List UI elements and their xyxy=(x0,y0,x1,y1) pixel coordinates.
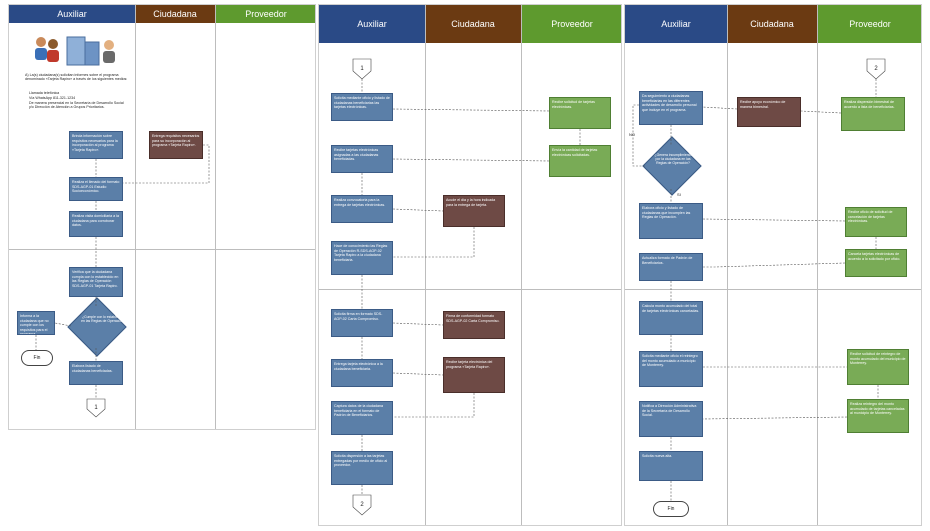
decision-no-label: NO xyxy=(629,132,635,137)
process-box: Recibe oficio de solicitud de cancelació… xyxy=(845,207,907,237)
flowchart-page-1: Auxiliar Ciudadana Proveedor A) La(s) ci… xyxy=(8,4,316,430)
flowchart-page-2: Auxiliar Ciudadana Proveedor Solicita me… xyxy=(318,4,622,526)
process-box: Realiza convocatoria para la entrega de … xyxy=(331,195,393,223)
process-box: Recibe solicitud de tarjetas electrónica… xyxy=(549,97,611,129)
offpage-connector-label: 1 xyxy=(94,405,98,411)
page-break-line xyxy=(319,289,621,290)
offpage-connector-label: 1 xyxy=(360,66,364,72)
process-box: Realiza dispersión bimestral de acuerdo … xyxy=(841,97,905,131)
lane-divider xyxy=(521,5,522,525)
offpage-connector-label: 2 xyxy=(874,66,878,72)
intro-bullet: Vía WhatsApp 811-321-1234 xyxy=(29,96,76,100)
decision-text: ¿Genera incumplimiento por la ciudadana … xyxy=(654,153,692,165)
lane-divider xyxy=(727,5,728,525)
people-building-illustration xyxy=(31,33,121,69)
process-box: Cancela tarjetas electrónicas de acuerdo… xyxy=(845,249,907,277)
process-box: Recibe tarjeta electrónica del programa … xyxy=(443,357,505,393)
process-box: Verifica que la ciudadana cumpla con lo … xyxy=(69,267,123,297)
offpage-connector-label: 2 xyxy=(360,502,364,508)
lane-header-auxiliar: Auxiliar xyxy=(625,5,727,43)
process-box: Captura datos de la ciudadana beneficiar… xyxy=(331,401,393,435)
process-box: Solicita nueva alta. xyxy=(639,451,703,481)
page-break-line xyxy=(9,249,315,250)
process-box: Entrega requisitos necesarios para su in… xyxy=(149,131,203,159)
page-break-line xyxy=(625,289,921,290)
connectors: 2 xyxy=(632,58,886,501)
process-box: Realiza visita domiciliaria a la ciudada… xyxy=(69,211,123,237)
process-box: Notifica a Dirección Administrativa de l… xyxy=(639,401,703,437)
lane-header-ciudadana: Ciudadana xyxy=(425,5,521,43)
intro-bullet: Llamada telefónica xyxy=(29,91,60,95)
lane-header-row: Auxiliar Ciudadana Proveedor xyxy=(9,5,315,23)
lane-header-auxiliar: Auxiliar xyxy=(319,5,425,43)
process-box: Acude el día y la hora indicada para la … xyxy=(443,195,505,227)
process-box: Da seguimiento a ciudadanas beneficiaria… xyxy=(639,91,703,125)
process-box: Calcula monto acumulado del total de tar… xyxy=(639,301,703,335)
process-box: Brinda información sobre requisitos nece… xyxy=(69,131,123,159)
intro-text: A) La(s) ciudadana(s) solicitan informes… xyxy=(25,73,128,82)
lane-divider xyxy=(425,5,426,525)
lane-divider xyxy=(817,5,818,525)
lane-header-proveedor: Proveedor xyxy=(521,5,621,43)
lane-header-row: Auxiliar Ciudadana Proveedor xyxy=(625,5,921,43)
process-box: Informa a la ciudadana que no cumple con… xyxy=(17,311,55,335)
lane-divider xyxy=(135,5,136,429)
connectors: 1 2 xyxy=(352,58,581,516)
process-box: Realiza el llenado del formato SDS-AGP-0… xyxy=(69,177,123,201)
end-terminator: Fin xyxy=(653,501,689,517)
process-box: Solicita firma en formato SDS-AGP-02 Car… xyxy=(331,309,393,337)
lane-header-auxiliar: Auxiliar xyxy=(9,5,135,23)
process-box: Entrega tarjeta electrónica a la ciudada… xyxy=(331,359,393,387)
process-box: Solicita mediante oficio y listado de ci… xyxy=(331,93,393,121)
process-box: Solicita dispersión a las tarjetas entre… xyxy=(331,451,393,485)
process-box: Solicita mediante oficio el reintegro de… xyxy=(639,351,703,387)
lane-header-proveedor: Proveedor xyxy=(817,5,921,43)
lane-header-row: Auxiliar Ciudadana Proveedor xyxy=(319,5,621,43)
process-box: Firma de conformidad formato SDS-AGP-02 … xyxy=(443,311,505,339)
process-box: Recibe apoyo económico de manera bimestr… xyxy=(737,97,801,127)
process-box: Hace de conocimiento las Reglas de Opera… xyxy=(331,241,393,275)
decision-yes-label: SI xyxy=(677,192,681,197)
process-box: Recibe solicitud de reintegro de monto a… xyxy=(847,349,909,385)
process-box: Elabora oficio y listado de ciudadanas q… xyxy=(639,203,703,239)
intro-bullet: De manera presencial en la Secretaría de… xyxy=(29,101,124,110)
lane-header-proveedor: Proveedor xyxy=(215,5,315,23)
process-box: Elabora listado de ciudadanas beneficiad… xyxy=(69,361,123,385)
process-box: Recibe tarjetas electrónicas asignadas a… xyxy=(331,145,393,173)
process-box: Realiza reintegro del monto acumulado de… xyxy=(847,399,909,433)
process-box: Actualiza formato de Padrón de Beneficia… xyxy=(639,253,703,281)
flowchart-page-3: Auxiliar Ciudadana Proveedor Da seguimie… xyxy=(624,4,922,526)
process-box: Envía la cantidad de tarjetas electrónic… xyxy=(549,145,611,177)
lane-divider xyxy=(215,5,216,429)
decision-text: ¿Cumple con lo establecido en las Reglas… xyxy=(81,315,125,323)
end-terminator: Fin xyxy=(21,350,53,366)
lane-header-ciudadana: Ciudadana xyxy=(135,5,215,23)
lane-header-ciudadana: Ciudadana xyxy=(727,5,817,43)
connectors: 1 xyxy=(35,144,210,418)
